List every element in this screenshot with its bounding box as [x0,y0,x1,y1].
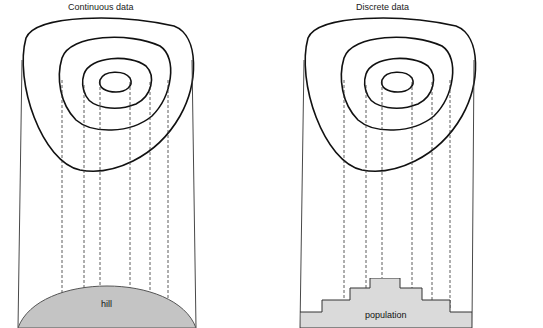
projection-line [344,80,345,310]
extent-line [472,60,474,328]
shape-fill [300,278,472,328]
projection-lines [62,80,450,310]
projection-line [450,80,451,310]
extent-line [18,60,22,328]
projection-line [62,80,63,300]
right-contours [305,18,475,171]
extent-line [300,60,304,328]
population-steps: population [300,278,472,328]
contour-line [305,18,475,171]
shape-label: hill [101,299,112,309]
projection-line [100,82,101,300]
extent-line [192,60,196,328]
contour-line [341,37,452,130]
shape-outline [300,278,472,328]
contour-line [59,37,170,130]
contour-line [382,72,413,92]
shape-fill [18,286,196,328]
projection-line [84,85,85,300]
shape-outline [18,268,196,328]
shape-label: population [365,310,407,320]
projection-line [432,82,433,310]
projection-line [168,80,169,300]
panel-heading: Discrete data [356,2,409,12]
projection-line [366,85,367,310]
contour-line [365,58,434,108]
contour-line [83,58,152,108]
projection-line [382,82,383,310]
contour-line [23,18,193,171]
hill-shape: hill [18,268,196,328]
contour-line [100,72,131,92]
projection-line [150,82,151,300]
panel-heading: Continuous data [68,2,134,12]
projection-line [412,82,413,310]
extent-lines [18,60,474,328]
projection-line [130,82,131,300]
left-contours [23,18,193,171]
